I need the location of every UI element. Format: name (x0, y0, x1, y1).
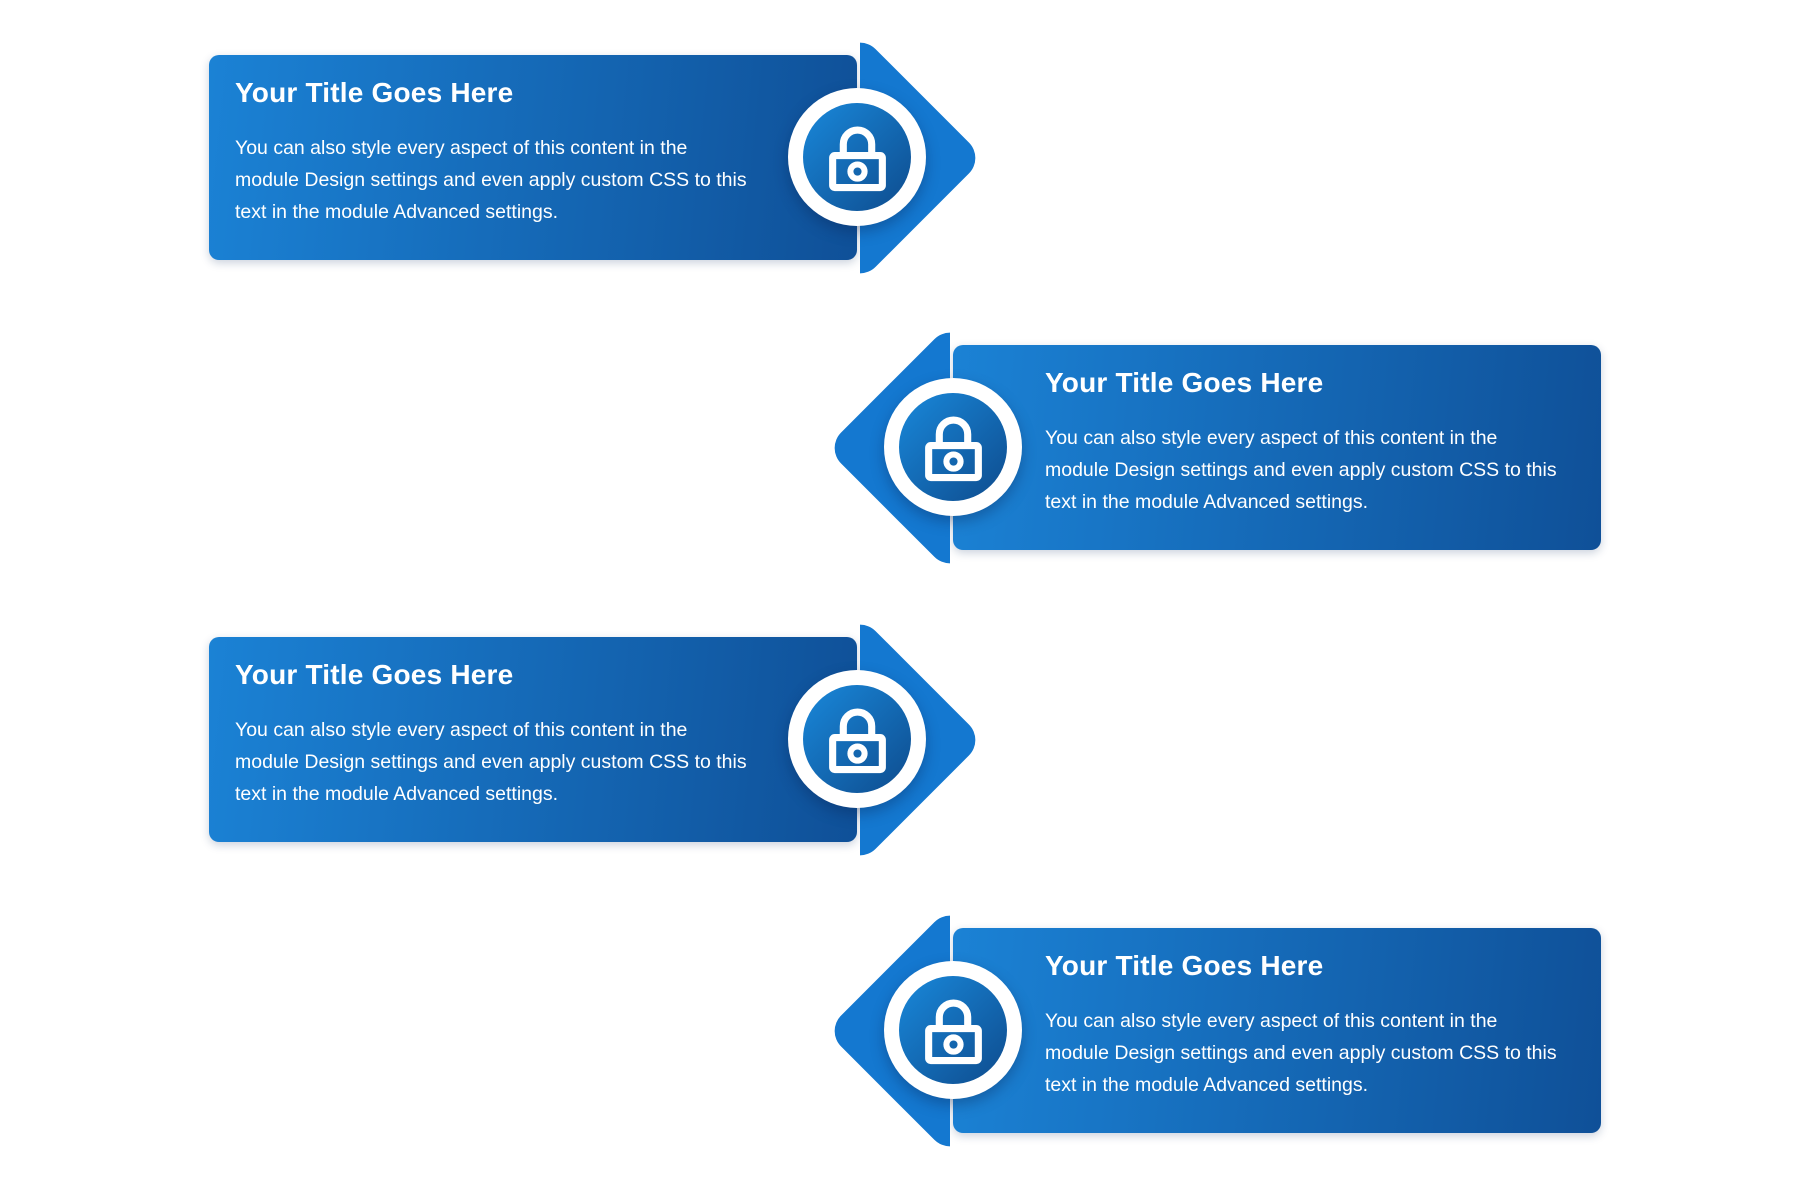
icon-badge-inner (803, 103, 911, 211)
lock-icon (924, 999, 982, 1065)
lock-icon (828, 126, 886, 192)
blurb-title: Your Title Goes Here (235, 659, 514, 690)
icon-badge (788, 670, 926, 808)
blurb-card: Your Title Goes Here You can also style … (209, 637, 857, 842)
blurb-card: Your Title Goes Here You can also style … (953, 345, 1601, 550)
lock-icon (828, 708, 886, 774)
icon-badge-inner (899, 976, 1007, 1084)
blurb-title: Your Title Goes Here (235, 77, 514, 108)
blurb-body-text: You can also style every aspect of this … (235, 137, 747, 223)
blurb-module: Your Title Goes Here You can also style … (825, 906, 1601, 1156)
lock-icon (924, 416, 982, 482)
icon-badge (884, 378, 1022, 516)
blurb-module: Your Title Goes Here You can also style … (209, 33, 985, 283)
blurb-title: Your Title Goes Here (1045, 950, 1324, 981)
blurb-card: Your Title Goes Here You can also style … (209, 55, 857, 260)
blurb-title: Your Title Goes Here (1045, 367, 1324, 398)
icon-badge-inner (803, 685, 911, 793)
blurb-body-text: You can also style every aspect of this … (1045, 1010, 1557, 1096)
blurb-body-text: You can also style every aspect of this … (235, 719, 747, 805)
blurb-module: Your Title Goes Here You can also style … (825, 323, 1601, 573)
icon-badge-inner (899, 393, 1007, 501)
blurb-body-text: You can also style every aspect of this … (1045, 427, 1557, 513)
blurb-module: Your Title Goes Here You can also style … (209, 615, 985, 865)
icon-badge (884, 961, 1022, 1099)
icon-badge (788, 88, 926, 226)
blurb-card: Your Title Goes Here You can also style … (953, 928, 1601, 1133)
